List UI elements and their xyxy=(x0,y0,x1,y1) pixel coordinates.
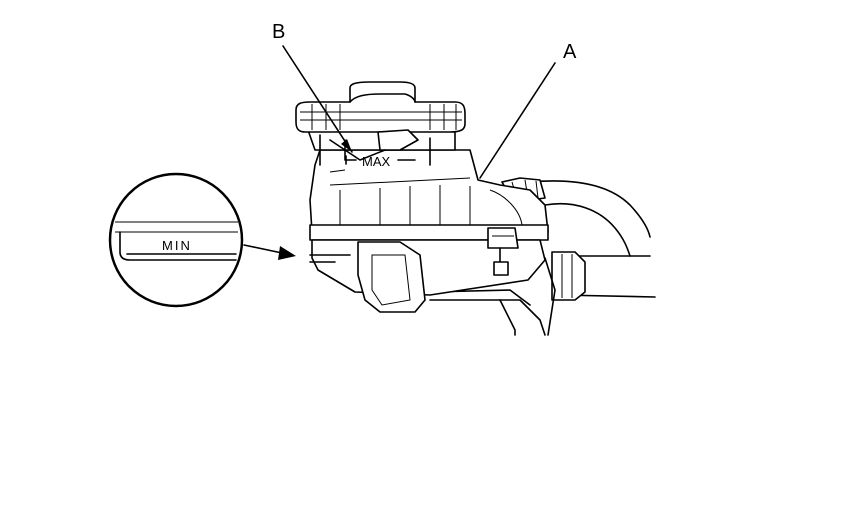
max-label: MAX xyxy=(362,154,391,169)
min-detail-circle: MIN xyxy=(108,172,244,308)
detail-arrow xyxy=(243,244,296,260)
min-label: MIN xyxy=(162,238,192,253)
callout-b: B xyxy=(272,21,353,153)
lower-hose xyxy=(551,251,656,301)
callout-b-label: B xyxy=(272,21,285,43)
reservoir-tank xyxy=(309,149,549,313)
max-level-mark: MAX xyxy=(345,154,416,169)
callout-a: A xyxy=(479,41,577,179)
callout-a-label: A xyxy=(563,41,577,63)
